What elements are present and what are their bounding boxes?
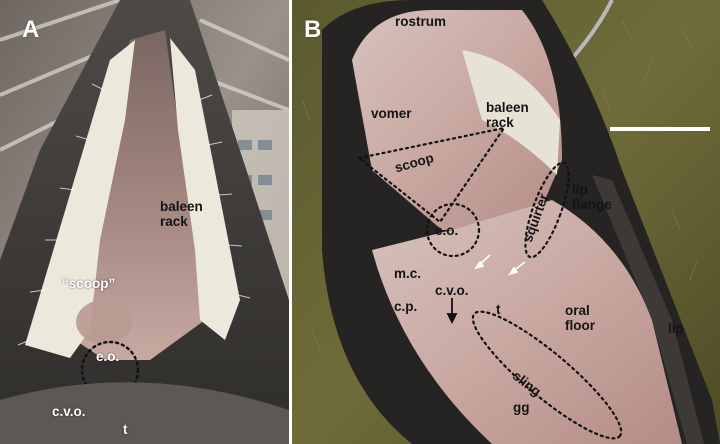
panel-a-label-scoop: “scoop” xyxy=(62,276,116,291)
panel-b-label-cp: c.p. xyxy=(394,299,418,314)
panel-b-sling-outline xyxy=(471,310,623,440)
panel-a-label-baleen-rack: baleen rack xyxy=(160,199,203,229)
panel-b-label-rostrum: rostrum xyxy=(395,14,447,29)
panel-b-squirter-outline xyxy=(524,161,570,259)
panel-b-label-baleen-rack: baleen rack xyxy=(486,100,529,130)
panel-b-black-arrow xyxy=(446,298,458,325)
panel-b-white-arrows xyxy=(474,254,526,276)
panel-a-photo xyxy=(0,0,289,444)
panel-b-label-vomer: vomer xyxy=(371,106,412,121)
panel-a-letter: A xyxy=(22,16,40,43)
panel-b-label-lip: lip xyxy=(668,321,684,336)
panel-b-scoop-outline xyxy=(357,126,507,224)
scale-bar xyxy=(610,127,710,131)
panel-b-label-eo: e.o. xyxy=(435,223,459,238)
panel-b-label-lip-flange: lip flange xyxy=(572,182,612,212)
panel-a-label-t: t xyxy=(123,422,128,437)
panel-b: B rostrum vomer baleen rack scoop e.o. s… xyxy=(292,0,720,444)
panel-divider xyxy=(289,0,292,444)
panel-a: A baleen rack “scoop” e.o. c.v.o. t xyxy=(0,0,289,444)
panel-a-label-eo: e.o. xyxy=(96,349,120,364)
panel-b-label-oral-floor: oral floor xyxy=(565,303,595,333)
panel-b-letter: B xyxy=(304,16,322,43)
panel-a-label-cvo: c.v.o. xyxy=(52,404,86,419)
panel-b-eo-outline xyxy=(425,202,481,258)
panel-b-label-gg: gg xyxy=(513,400,530,415)
panel-b-label-t: t xyxy=(496,302,501,317)
panel-b-label-mc: m.c. xyxy=(394,266,422,281)
panel-b-photo xyxy=(292,0,720,444)
panel-b-label-cvo: c.v.o. xyxy=(435,283,469,298)
